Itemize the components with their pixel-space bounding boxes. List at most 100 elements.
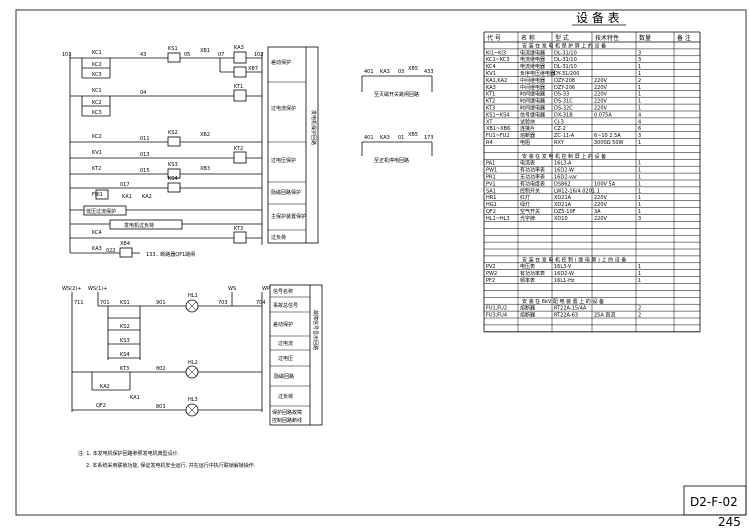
contact-label: KC2: [92, 134, 102, 140]
table-cell: DZ5-10F: [554, 209, 576, 215]
table-header-cell: 名 称: [521, 34, 535, 42]
table-cell: 熔断器: [520, 305, 535, 312]
table-cell: 电流继电器: [520, 49, 545, 56]
table-cell: 频率表: [520, 277, 535, 284]
signal-row: 差动保护: [273, 321, 293, 328]
signal-header: 信号名称: [273, 288, 293, 295]
contact-label: KC2: [92, 62, 102, 68]
table-cell: CJ-3: [554, 119, 564, 125]
table-cell: 有功功率表: [520, 270, 545, 277]
trip-contact: KA3: [380, 135, 390, 141]
trip-plate: XB5: [408, 66, 418, 72]
table-cell: 220V: [594, 202, 608, 208]
lamp-label: HL3: [188, 397, 198, 403]
table-cell: 控制开关: [520, 187, 540, 194]
table-cell: 无功功率表: [520, 174, 545, 181]
contact-label: KC3: [92, 110, 102, 116]
table-cell: 16D2-var: [554, 175, 578, 181]
table-cell: 熔断器: [520, 132, 535, 139]
table-cell: PR1: [486, 175, 496, 181]
lamp-label: HL2: [188, 360, 198, 366]
table-cell: KA1,KA2: [486, 78, 507, 84]
table-cell: 中间继电器: [520, 84, 545, 91]
table-cell: DS-33: [554, 92, 569, 98]
table-cell: 2: [638, 306, 641, 312]
top-function-table: 差动保护 过电流保护 过电压保护 励磁回路保护 主保护装置保护 过负荷 发电机保…: [267, 46, 319, 244]
table-cell: 220V: [594, 106, 608, 112]
table-cell: 电流继电器: [520, 56, 545, 63]
trip-contact: KA3: [380, 69, 390, 75]
table-cell: 16L3-A: [554, 161, 572, 167]
table-cell: XT: [486, 119, 493, 125]
bus-label: WP: [262, 286, 270, 292]
table-cell: DZY-208: [554, 78, 575, 84]
contact-label: KT2: [92, 166, 101, 172]
table-cell: KS1~KS4: [486, 112, 509, 118]
table-cell: RT22A-63: [554, 313, 578, 319]
device-label: XB4: [120, 241, 130, 247]
signal-circuit: WS(2)+ WS(1)+ WS WP 711 701 HL1 901 703 …: [62, 286, 270, 417]
trip-node: 433: [424, 69, 434, 75]
low-voltage-text: 低压过流保护: [86, 208, 116, 215]
table-cell: LW12-16/4.0201.1: [554, 188, 600, 194]
eq-table-title: 设 备 表: [576, 11, 620, 25]
contact-label: KV1: [92, 150, 102, 156]
table-cell: 电阻: [520, 139, 530, 146]
table-cell: 3000Ω 50W: [594, 140, 623, 146]
table-cell: 220V: [594, 92, 608, 98]
table-cell: KV1: [486, 71, 496, 77]
table-cell: KC1~KC3: [486, 57, 510, 63]
device-label: XB1: [200, 48, 210, 54]
device-label: KT1: [234, 84, 243, 90]
table-header-cell: 数量: [639, 34, 651, 42]
contact-label: KC4: [92, 230, 102, 236]
table-cell: 220V: [594, 85, 608, 91]
table-cell: DS-32C: [554, 106, 573, 112]
table-header-cell: 代 号: [487, 34, 501, 42]
function-row: 差动保护: [271, 59, 291, 66]
trip-node: 401: [364, 69, 374, 75]
table-cell: FU3,FU4: [486, 313, 507, 319]
contact-label: KC1: [92, 88, 102, 94]
trip-caption: 至灭磁开关跳闸回路: [374, 91, 419, 98]
node-label: 703: [218, 300, 228, 306]
table-cell: 4: [638, 112, 641, 118]
table-cell: 220V: [594, 216, 608, 222]
table-cell: 连接片: [520, 125, 535, 132]
page-number: 245: [718, 515, 741, 529]
table-cell: QF2: [486, 209, 496, 215]
table-cell: R4: [486, 140, 493, 146]
table-cell: ZC-11-A: [554, 133, 575, 139]
table-cell: 25A 直流: [594, 312, 615, 319]
section-title: 安 装 在 发 电 机 保 护 屏 上 的 设 备: [522, 43, 606, 50]
device-label: KS2: [168, 130, 178, 136]
signal-row: 事故总信号: [273, 302, 298, 309]
function-row: 励磁回路保护: [271, 189, 301, 196]
wire-label: 43: [140, 52, 146, 58]
table-cell: 熔断器: [520, 312, 535, 319]
table-cell: HR1: [486, 195, 496, 201]
table-cell: 100V 5A: [594, 181, 616, 187]
note-line: 注: 1. 本发电机保护回路参照发电机典型设计.: [78, 450, 180, 457]
table-cell: 1: [638, 202, 641, 208]
contact-label: KS2: [120, 324, 130, 330]
table-cell: 1: [638, 264, 641, 270]
table-cell: 6: [638, 126, 641, 132]
breaker-text: 133.. 断路器QF1跳闸: [146, 251, 195, 258]
table-cell: 1: [638, 140, 641, 146]
function-row: 过电流保护: [271, 105, 296, 112]
bus-right-label: 102: [254, 52, 264, 58]
table-cell: KT3: [486, 106, 495, 112]
table-cell: DY-31/200: [554, 71, 579, 77]
notes: 注: 1. 本发电机保护回路参照发电机典型设计. 2. 本系统采用联锁功能, 保…: [78, 450, 256, 469]
wire-label: 015: [140, 168, 150, 174]
drawing-number-box: [683, 485, 747, 516]
table-cell: 3A: [594, 209, 601, 215]
table-header-cell: 型 式: [555, 34, 569, 42]
section-title: 安 装 在 发 电 机 控 制 ( 继 电 屏 ) 上 的 设 备: [522, 257, 626, 264]
trip-node: 173: [424, 135, 434, 141]
node-label: 802: [156, 366, 166, 372]
device-label: KS1: [168, 46, 178, 52]
signal-row: 励磁回路: [274, 373, 294, 380]
table-cell: 时间继电器: [520, 105, 545, 112]
